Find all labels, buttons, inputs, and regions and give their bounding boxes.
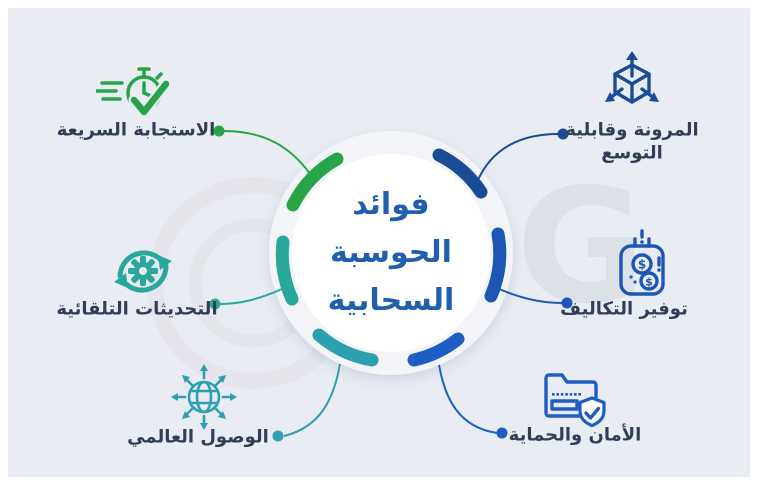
connector-overlay [147,125,573,442]
arc-bottom-right [407,332,465,367]
benefit-label-security: الأمان والحماية [508,424,642,446]
title-line-2: الحوسبة [330,235,452,270]
benefit-label-auto-updates: التحديثات التلقائية [56,298,218,320]
center-title: فوائد الحوسبة السحابية [286,181,496,325]
benefit-label-global-access: الوصول العالمي [127,426,269,448]
title-line-3: السحابية [327,283,455,318]
arc-top-right [432,148,488,199]
folder-shield-icon [536,368,610,430]
arc-bottom-left [312,328,379,367]
arc-left [275,235,299,306]
cube-expand-icon [600,48,664,112]
benefit-label-cost-saving: توفير التكاليف [560,298,688,320]
benefit-label-fast-response: الاستجابة السريعة [56,119,216,141]
arc-top-left [286,152,344,212]
arc-right [484,227,507,303]
connectors [209,125,573,442]
benefit-label-scalability: المرونة وقابلية التوسع [565,119,699,164]
center-disc [292,154,490,352]
money-savings-icon: $ $ [611,228,671,302]
title-line-1: فوائد [352,187,430,222]
cloud-benefits-infographic: G [8,8,750,477]
svg-text:$: $ [638,258,646,272]
gear-refresh-icon [110,237,176,303]
center-ring [269,131,513,375]
svg-text:$: $ [645,276,653,289]
globe-arrows-icon [170,361,238,431]
stopwatch-check-icon [96,56,182,122]
